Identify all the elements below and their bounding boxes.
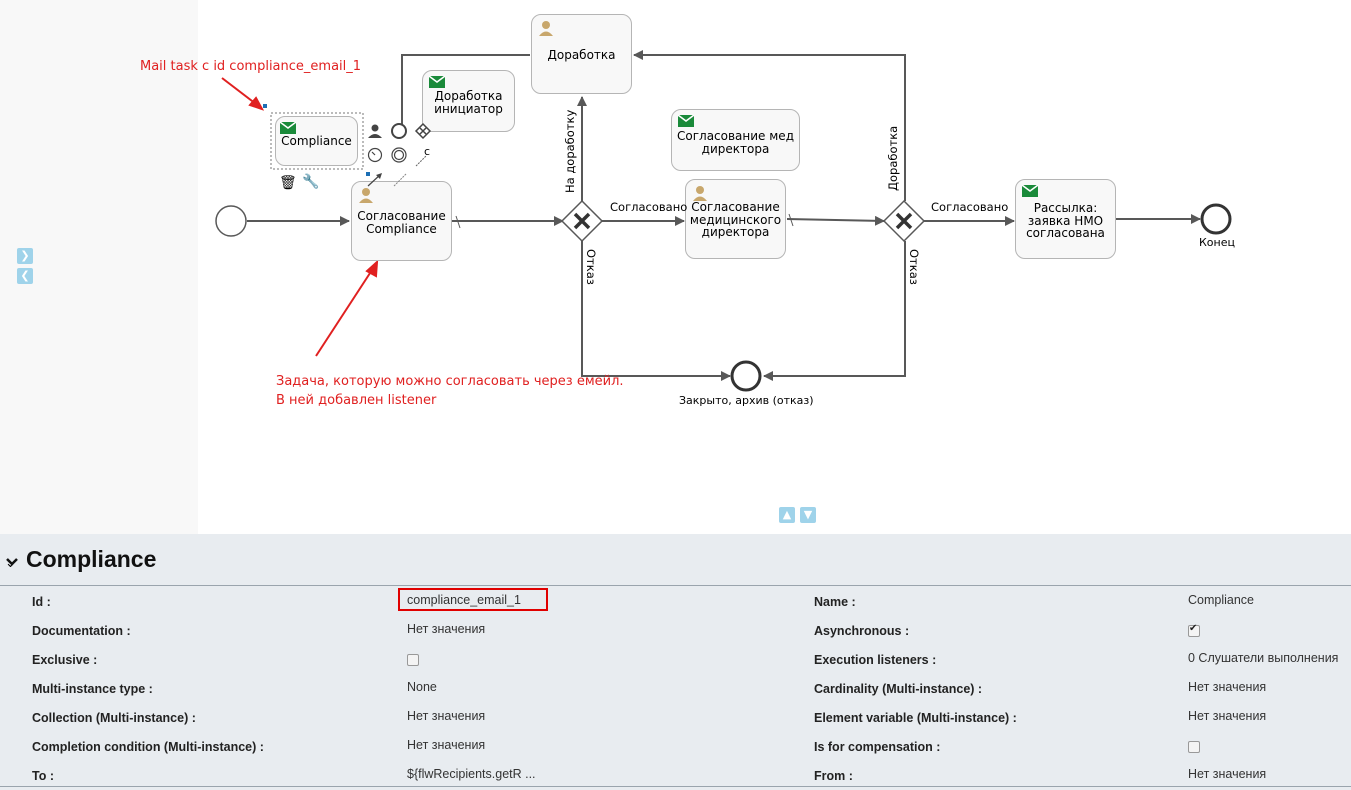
id-highlight-box [398,588,548,611]
expand-palette-icon[interactable]: ❯ [17,248,33,264]
flow-rework-back [401,54,530,125]
prop-label-multi-instance-type: Multi-instance type : [32,682,153,696]
prop-label-is-for-compensation: Is for compensation : [814,740,941,754]
collapse-chevron-icon[interactable] [5,555,19,569]
prop-label-execution-listeners: Execution listeners : [814,653,937,667]
closed-event-label: Закрыто, архив (отказ) [679,394,814,407]
task-label: Compliance [281,134,352,148]
prop-label-element-variable: Element variable (Multi-instance) : [814,711,1017,725]
prop-label-completion-condition: Completion condition (Multi-instance) : [32,740,264,754]
mail-task-icon [280,122,296,134]
exclusive-checkbox[interactable] [407,654,419,666]
divider [0,585,1351,586]
task-label: Согласование мед директора [677,129,794,156]
wrench-icon[interactable]: 🔧 [302,174,320,190]
prop-label-collection: Collection (Multi-instance) : [32,711,196,725]
prop-value-collection[interactable]: Нет значения [407,709,486,723]
exclusive-gateway-1 [560,199,604,243]
palette-letter: c [424,145,431,158]
exclusive-gateway-2 [882,199,926,243]
task-compliance-mail[interactable]: Compliance [275,116,358,166]
selection-box [270,112,364,170]
sequence-flows [215,50,1232,392]
flow-gateway1-to-closed [581,241,731,381]
mail-task-icon [429,76,445,88]
scroll-up-icon[interactable]: ▲ [779,507,795,523]
scroll-down-icon[interactable]: ▼ [800,507,816,523]
task-compliance-approval[interactable]: Согласование Compliance [351,181,452,261]
task-mailing-approved[interactable]: Рассылка: заявка НМО согласована [1015,179,1116,259]
prop-value-to[interactable]: ${flwRecipients.getR ... [407,767,536,781]
prop-label-documentation: Documentation : [32,624,131,638]
start-event [215,205,247,237]
prop-value-execution-listeners[interactable]: 0 Слушатели выполнения [1188,651,1339,665]
prop-label-name: Name : [814,595,856,609]
user-task-icon [539,21,553,36]
flow-gateway2-to-closed [763,241,906,381]
divider [0,786,1351,787]
prop-label-exclusive: Exclusive : [32,653,98,667]
sequence-flow-icon [367,173,382,187]
intermediate-event-icon [391,147,407,163]
annotation-listener-line1: Задача, которую можно согласовать через … [276,374,624,389]
collapse-palette-icon[interactable]: ❮ [17,268,33,284]
task-label: Рассылка: заявка НМО согласована [1026,201,1105,240]
task-rework[interactable]: Доработка [531,14,632,94]
flow-label-to-rework: На доработку [563,109,577,193]
task-label: Согласование медицинского директора [689,200,782,239]
flow-label-approved-2: Согласовано [931,200,1009,214]
prop-value-completion-condition[interactable]: Нет значения [407,738,486,752]
diagram-canvas[interactable]: ❯ ❮ [0,0,1351,534]
user-task-icon [693,186,707,201]
mail-task-icon [1022,185,1038,197]
task-rework-initiator[interactable]: Доработка инициатор [422,70,515,132]
prop-value-cardinality[interactable]: Нет значения [1188,680,1267,694]
prop-value-name[interactable]: Compliance [1188,593,1255,607]
prop-label-cardinality: Cardinality (Multi-instance) : [814,682,983,696]
prop-value-multi-instance-type[interactable]: None [407,680,437,694]
task-label: Доработка инициатор [434,89,503,116]
properties-panel [0,534,1351,790]
asynchronous-checkbox[interactable] [1188,623,1200,637]
prop-value-documentation[interactable]: Нет значения [407,622,486,636]
user-icon [368,124,382,138]
timer-icon [367,147,383,163]
prop-label-to: To : [32,769,54,783]
shape-palette-collapsed [0,0,198,534]
prop-value-id[interactable]: compliance_email_1 [407,593,521,607]
flow-label-approved-1: Согласовано [610,200,688,214]
end-event-label: Конец [1199,236,1235,249]
context-pad[interactable] [364,120,434,190]
flow-label-reject-1: Отказ [584,249,598,285]
flow-label-reject-2: Отказ [907,249,921,285]
mail-task-icon [678,115,694,127]
association-icon [415,155,427,167]
user-task-icon [359,188,373,203]
prop-value-element-variable[interactable]: Нет значения [1188,709,1267,723]
task-med-director-mail[interactable]: Согласование мед директора [671,109,800,171]
task-label: Доработка [547,48,616,62]
prop-label-asynchronous: Asynchronous : [814,624,910,638]
end-event-icon [391,123,407,139]
message-flow-icon [393,173,407,187]
prop-label-id: Id : [32,595,51,609]
flow-med-to-gateway2 [786,215,885,226]
gateway-icon [414,122,432,140]
prop-value-from[interactable]: Нет значения [1188,767,1267,781]
flow-label-rework-2: Доработка [886,125,900,191]
task-label: Согласование Compliance [357,209,446,236]
task-med-director-approval[interactable]: Согласование медицинского директора [685,179,786,259]
properties-title: Compliance [26,546,157,572]
annotation-mail-task: Mail task с id compliance_email_1 [140,59,362,74]
is-for-compensation-checkbox[interactable] [1188,741,1200,753]
prop-label-from: From : [814,769,853,783]
flow-gateway2-to-rework [633,50,906,201]
end-event [1200,203,1232,235]
delete-icon[interactable]: 🗑 [279,175,297,191]
annotation-listener-line2: В ней добавлен listener [276,393,437,408]
closed-end-event [730,360,762,392]
